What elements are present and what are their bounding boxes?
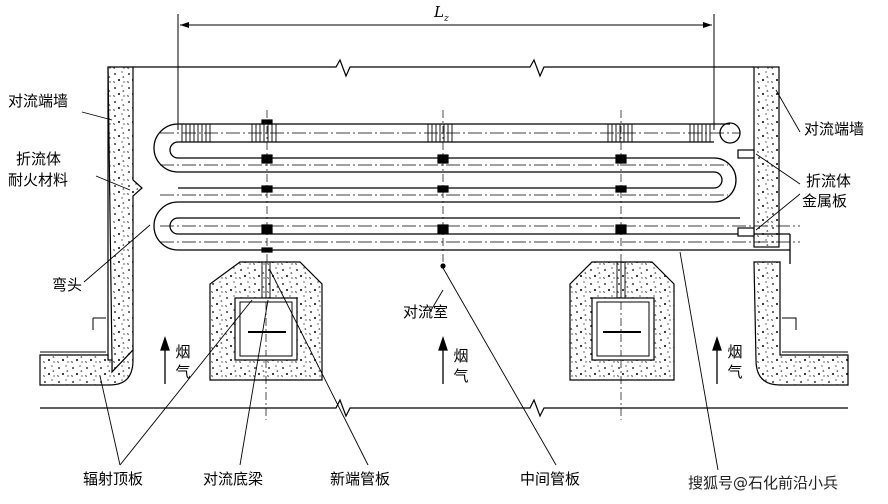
- watermark: 搜狐号@石化前沿小兵: [688, 474, 839, 492]
- label-baffle-metal-2: 金属板: [802, 192, 848, 210]
- dimension-lz: [177, 14, 715, 130]
- leader-lines: [81, 89, 801, 471]
- label-new-end-tube-sheet: 新端管板: [330, 470, 391, 488]
- flue-gas-arrows: [160, 335, 722, 384]
- label-flue-gas-middle: 烟气: [453, 347, 469, 385]
- label-flue-gas-left: 烟气: [175, 343, 191, 381]
- tube-bundle: [153, 122, 800, 264]
- top-casing: [133, 58, 754, 78]
- left-end-wall: [39, 66, 143, 386]
- label-baffle-refractory-1: 折流体: [16, 150, 62, 168]
- label-baffle-metal-1: 折流体: [806, 172, 852, 190]
- tube-sheets: [261, 110, 755, 270]
- label-convection-end-wall-right: 对流端墙: [804, 120, 865, 138]
- finned-sections: [181, 124, 711, 142]
- label-radiant-roof: 辐射顶板: [83, 470, 144, 488]
- label-elbow: 弯头: [52, 276, 83, 294]
- dimension-label-lz: Lz: [434, 3, 449, 24]
- label-convection-chamber: 对流室: [403, 303, 449, 321]
- label-middle-tube-sheet: 中间管板: [520, 470, 581, 488]
- label-baffle-refractory-2: 耐火材料: [8, 171, 69, 189]
- label-flue-gas-right: 烟气: [727, 343, 743, 381]
- bottom-beam-right: [569, 261, 675, 420]
- right-end-wall: [753, 66, 849, 386]
- label-convection-bottom-beam: 对流底梁: [203, 470, 264, 488]
- bottom-casing: [40, 398, 848, 418]
- label-convection-end-wall-left: 对流端墙: [8, 92, 69, 110]
